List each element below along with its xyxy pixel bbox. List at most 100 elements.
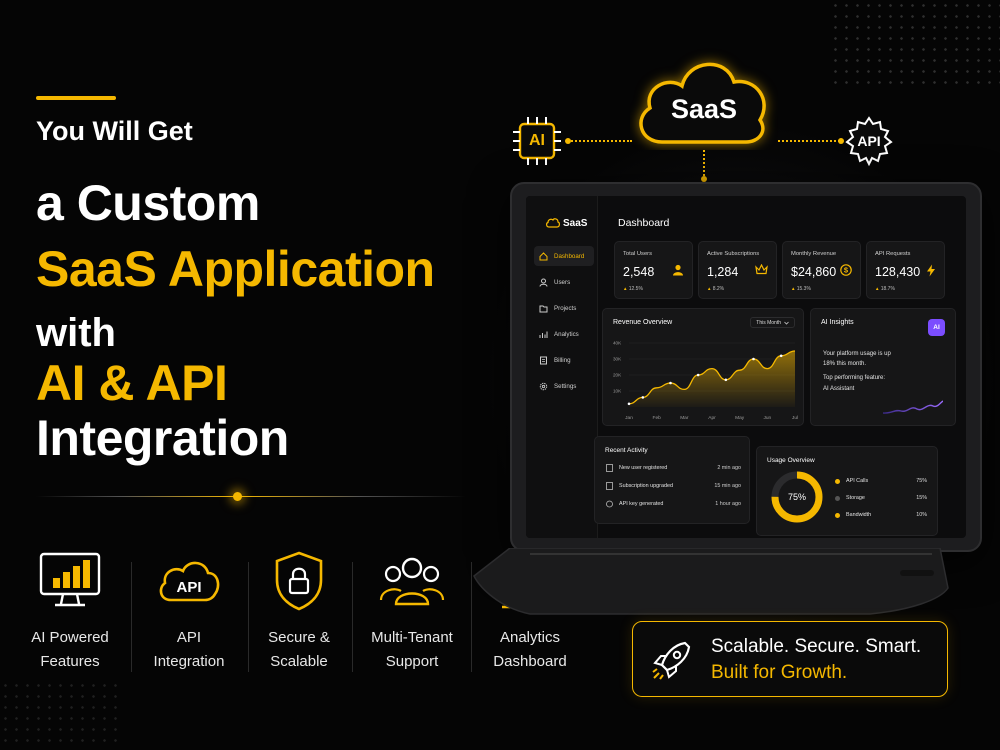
revenue-point xyxy=(669,381,672,385)
insight-text: 18% this month. xyxy=(823,361,867,367)
insight-text: Your platform usage is up xyxy=(823,351,891,357)
dot-pattern-top-right xyxy=(830,0,1000,90)
insight-sparkline xyxy=(883,400,943,414)
feature-api-integration: API API Integration xyxy=(133,550,245,674)
gear-label: API xyxy=(857,133,881,149)
revenue-point xyxy=(752,357,755,361)
api-cloud-icon: API xyxy=(133,550,245,612)
growth-banner: Scalable. Secure. Smart. Built for Growt… xyxy=(632,621,948,697)
sidebar-item-projects[interactable]: Projects xyxy=(534,298,594,318)
usage-legend-name: API Calls xyxy=(846,478,869,484)
sidebar-item-label: Users xyxy=(554,278,571,286)
analytics-icon xyxy=(539,331,548,338)
stat-title: Monthly Revenue xyxy=(791,251,837,257)
connector-saas-dashboard xyxy=(703,150,705,180)
activity-item[interactable]: New user registered 2 min ago xyxy=(605,461,741,475)
headline-integration: Integration xyxy=(36,410,289,466)
stat-value: 2,548 xyxy=(623,265,655,279)
sidebar-item-label: Dashboard xyxy=(554,252,585,260)
feature-label: Analytics Dashboard xyxy=(493,629,567,670)
stat-value: $24,860 xyxy=(791,265,837,279)
stat-card-active-subscriptions[interactable]: Active Subscriptions 1,284 8.2% xyxy=(698,241,777,299)
revenue-range-value: This Month xyxy=(756,319,781,326)
y-tick-label: 20K xyxy=(613,373,622,378)
connector-ai-saas xyxy=(568,140,632,142)
x-tick-label: Jan xyxy=(625,415,633,421)
connector-saas-api xyxy=(778,140,840,142)
connector-node xyxy=(565,138,571,144)
revenue-line xyxy=(628,350,796,405)
revenue-point xyxy=(779,354,783,358)
x-tick-label: May xyxy=(735,415,745,421)
sidebar-item-analytics[interactable]: Analytics xyxy=(534,324,594,344)
x-tick-label: Jul xyxy=(792,415,798,421)
feature-separator xyxy=(248,562,249,672)
x-tick-label: Jun xyxy=(763,415,771,421)
banner-line-1: Scalable. Secure. Smart. xyxy=(711,636,922,657)
feature-separator xyxy=(131,562,132,672)
revenue-point xyxy=(724,378,728,382)
user-icon xyxy=(539,278,548,287)
document-icon xyxy=(606,482,613,490)
crown-icon xyxy=(755,264,768,275)
revenue-range-select[interactable]: This Month xyxy=(750,317,795,328)
sidebar-item-label: Settings xyxy=(554,382,577,390)
usage-legend-name: Bandwidth xyxy=(846,512,872,518)
stat-card-monthly-revenue[interactable]: Monthly Revenue $24,860 15.3% $ xyxy=(782,241,861,299)
feature-label: Secure & Scalable xyxy=(268,629,330,670)
sidebar-logo: SaaS xyxy=(546,218,587,229)
ai-chip: AI xyxy=(510,114,564,168)
sidebar-item-dashboard[interactable]: Dashboard xyxy=(534,246,594,266)
revenue-area xyxy=(629,351,795,407)
feature-separator xyxy=(471,562,472,672)
sidebar-item-billing[interactable]: Billing xyxy=(534,350,594,370)
user-icon xyxy=(673,264,683,276)
bolt-icon xyxy=(927,264,935,277)
stat-delta: 18.7% xyxy=(875,286,895,292)
usage-legend-pct: 15% xyxy=(916,495,927,501)
stat-value: 1,284 xyxy=(707,265,739,279)
usage-donut: 75% xyxy=(771,471,823,523)
svg-text:API: API xyxy=(176,579,201,596)
home-icon xyxy=(539,251,548,260)
activity-text: New user registered xyxy=(619,465,668,471)
sidebar-item-settings[interactable]: Settings xyxy=(534,376,594,396)
stat-card-api-requests[interactable]: API Requests 128,430 18.7% xyxy=(866,241,945,299)
activity-item[interactable]: API key generated 1 hour ago xyxy=(605,497,741,511)
activity-time: 15 min ago xyxy=(714,483,741,489)
revenue-point xyxy=(641,396,645,399)
dashboard-screen: SaaS Dashboard Users Projects Analytics … xyxy=(526,196,966,538)
ai-badge: AI xyxy=(928,319,945,336)
activity-item[interactable]: Subscription upgraded 15 min ago xyxy=(605,479,741,493)
activity-time: 2 min ago xyxy=(717,465,741,471)
revenue-title: Revenue Overview xyxy=(613,319,673,326)
insight-text: AI Assistant xyxy=(823,386,855,392)
sidebar-item-users[interactable]: Users xyxy=(534,272,594,292)
feature-label: Multi-Tenant Support xyxy=(371,629,453,670)
y-tick-label: 10K xyxy=(613,389,622,394)
stat-card-total-users[interactable]: Total Users 2,548 12.5% xyxy=(614,241,693,299)
stat-delta: 8.2% xyxy=(707,286,724,292)
activity-title: Recent Activity xyxy=(605,447,648,454)
sidebar-item-label: Billing xyxy=(554,356,571,364)
api-gear-icon: API xyxy=(842,114,896,168)
stat-value: 128,430 xyxy=(875,265,921,279)
feature-label: AI Powered Features xyxy=(31,629,109,670)
feature-secure-scalable: Secure & Scalable xyxy=(243,550,355,674)
saas-cloud: SaaS xyxy=(630,46,778,150)
revenue-point xyxy=(627,402,631,406)
stat-title: API Requests xyxy=(875,251,911,257)
x-tick-label: Apr xyxy=(708,415,716,421)
insight-text: Top performing feature: xyxy=(823,375,886,381)
stat-title: Active Subscriptions xyxy=(707,251,760,257)
rocket-icon xyxy=(652,641,691,680)
connector-node xyxy=(838,138,844,144)
key-icon xyxy=(606,500,613,508)
chart-monitor-icon xyxy=(14,550,126,612)
